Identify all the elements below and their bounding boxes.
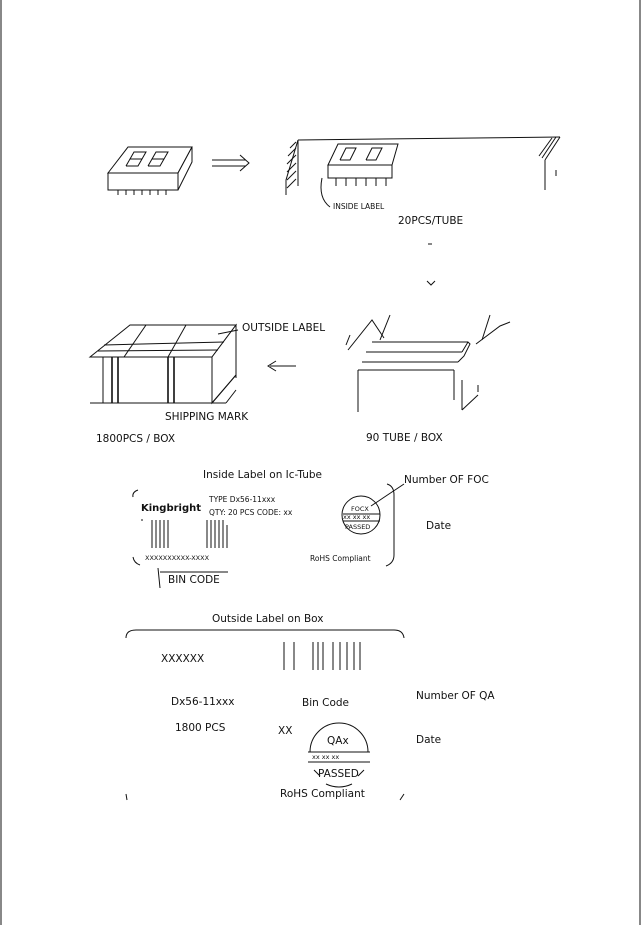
inside-label-frame	[132, 483, 395, 567]
outside-label-frame-bottom	[125, 793, 405, 801]
foc-stamp-text: FOCX	[351, 505, 369, 513]
inside-qty-line: QTY: 20 PCS CODE: xx	[209, 508, 293, 517]
qa-marks: xx xx xx	[312, 753, 339, 761]
inside-bin-code: BIN CODE	[168, 574, 220, 586]
shipping-mark-caption: SHIPPING MARK	[165, 411, 249, 423]
outside-bin-code: Bin Code	[302, 697, 349, 709]
outside-part-number: Dx56-11xxx	[171, 696, 234, 708]
inside-label-caption: INSIDE LABEL	[333, 202, 385, 211]
number-of-qa: Number OF QA	[416, 690, 495, 702]
inside-barcode-left	[151, 520, 169, 548]
inside-barcode-right	[206, 520, 228, 548]
qa-passed: PASSED	[318, 768, 359, 780]
double-arrow-right	[212, 154, 250, 172]
led-display-component	[106, 146, 193, 195]
bin-code-bracket	[157, 567, 228, 589]
qa-stamp-text: QAx	[327, 735, 349, 747]
pcs-per-box: 1800PCS / BOX	[96, 433, 175, 445]
shipping-box	[88, 323, 237, 405]
qa-stamp	[308, 722, 370, 788]
outside-label-caption: OUTSIDE LABEL	[242, 322, 325, 334]
inside-rohs: RoHS Compliant	[310, 554, 371, 563]
outside-code: XX	[278, 725, 292, 737]
outside-rohs: RoHS Compliant	[280, 788, 365, 800]
number-of-foc: Number OF FOC	[404, 474, 489, 486]
inside-brand: Kingbright	[141, 503, 201, 514]
inside-serial: XXXXXXXXXX-XXXX	[145, 554, 210, 562]
tube-bundle	[345, 314, 511, 412]
tube-with-displays	[285, 136, 561, 208]
outside-label-leader	[217, 329, 239, 335]
foc-passed: PASSED	[345, 523, 370, 531]
inside-label-title: Inside Label on Ic-Tube	[203, 469, 322, 481]
inside-date: Date	[426, 520, 451, 532]
tubes-per-box: 90 TUBE / BOX	[366, 432, 443, 444]
outside-label-frame-top	[125, 629, 405, 639]
pcs-per-tube: 20PCS/TUBE	[398, 215, 463, 227]
outside-label-title: Outside Label on Box	[212, 613, 324, 625]
foc-leader	[370, 483, 405, 507]
arrow-left	[267, 360, 296, 372]
outside-serial: XXXXXX	[161, 653, 204, 665]
foc-stamp	[341, 495, 381, 535]
outside-barcode	[283, 642, 361, 670]
arrow-down-head	[426, 280, 436, 286]
inside-type-line: TYPE Dx56-11xxx	[208, 495, 276, 504]
outside-date: Date	[416, 734, 441, 746]
outside-qty: 1800 PCS	[175, 722, 226, 734]
foc-marks: xx xx xx	[343, 513, 370, 521]
